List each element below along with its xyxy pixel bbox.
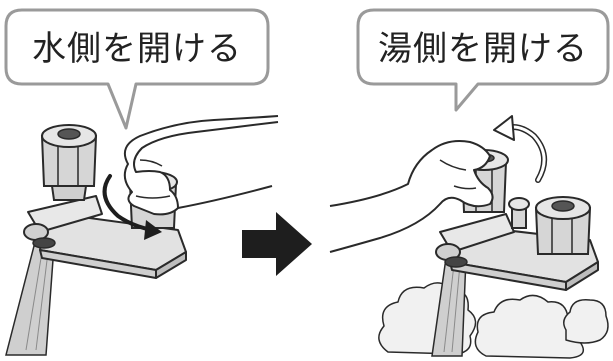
right-faucet-spout xyxy=(435,213,515,268)
right-speech-bubble: 湯側を開ける xyxy=(356,8,610,112)
left-panel: 水側を開ける xyxy=(4,8,279,356)
right-panel: 湯側を開ける xyxy=(329,8,610,359)
steam-clouds xyxy=(378,282,609,359)
left-caption: 水側を開ける xyxy=(32,29,242,69)
left-hand xyxy=(123,115,279,216)
right-arrow-icon xyxy=(242,212,312,276)
left-faucet-spout xyxy=(23,195,103,249)
right-caption: 湯側を開ける xyxy=(378,29,588,69)
right-hand xyxy=(329,140,494,253)
counterclockwise-arrow-icon xyxy=(493,115,547,183)
right-popup-knob xyxy=(508,197,530,229)
left-speech-bubble: 水側を開ける xyxy=(4,8,270,130)
clockwise-arrow-icon xyxy=(102,174,162,240)
right-cold-handle xyxy=(534,196,592,255)
left-cold-handle xyxy=(40,124,98,201)
